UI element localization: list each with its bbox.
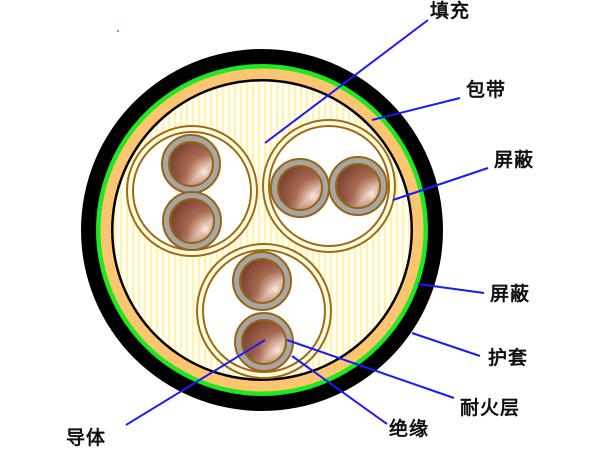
leader-sheath xyxy=(411,332,481,357)
leader-insulation xyxy=(291,355,388,425)
label-fire-resistant-layer: 耐火层 xyxy=(460,397,521,419)
leader-conductor xyxy=(125,339,266,426)
label-sheath: 护套 xyxy=(488,347,529,369)
label-conductor: 导体 xyxy=(66,427,107,449)
label-shield-outer: 屏蔽 xyxy=(490,283,531,305)
leader-tape xyxy=(371,97,461,121)
conductor-2 xyxy=(162,191,222,251)
leader-fire-resistant xyxy=(286,339,455,399)
leader-filler xyxy=(264,19,429,144)
conductor-5 xyxy=(232,251,292,311)
conductor-4 xyxy=(328,156,388,216)
conductor-6 xyxy=(234,312,294,372)
conductor-1 xyxy=(161,134,221,194)
label-shield-inner: 屏蔽 xyxy=(494,149,535,171)
leader-shield-outer xyxy=(417,283,485,294)
label-filler: 填充 xyxy=(430,0,471,22)
leader-shield-inner xyxy=(392,167,489,201)
stray-dot xyxy=(117,30,119,32)
label-tape: 包带 xyxy=(466,79,507,101)
label-insulation: 绝缘 xyxy=(389,418,430,440)
conductor-3 xyxy=(270,158,330,218)
